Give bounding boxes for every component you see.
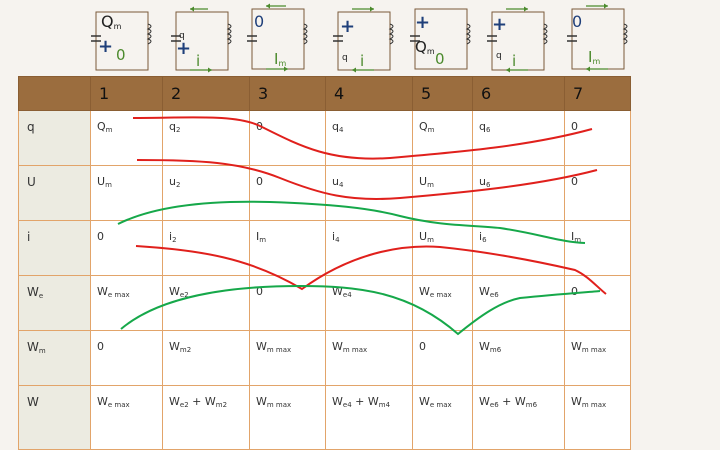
table-cell: Wm max (249, 385, 326, 450)
table-cell: i4 (325, 220, 413, 276)
circuit-6: + q i (484, 6, 548, 73)
table-cell: 0 (249, 110, 326, 166)
zero-charge-label: 0 (572, 12, 583, 31)
zero-charge-label: 0 (254, 12, 265, 31)
plus-sign: + (492, 14, 508, 35)
table-cell: 0 (249, 165, 326, 221)
table-cell: Wm2 (162, 330, 250, 386)
lc-circuit-diagram (247, 3, 308, 72)
circuit-3: 0 Im (244, 3, 308, 72)
circuit-strip: Qm + 0 q + i 0 Im (0, 0, 720, 76)
lc-circuit-diagram (410, 8, 471, 70)
row-label: q (18, 110, 91, 166)
plus-sign: + (98, 36, 114, 57)
header-cell: 1 (90, 76, 163, 111)
table-cell: We4 + Wm4 (325, 385, 413, 450)
table-header-row: 1 2 3 4 5 6 7 (18, 76, 631, 111)
table-cell: Wm6 (472, 330, 565, 386)
table-cell: u4 (325, 165, 413, 221)
table-cell: 0 (249, 275, 326, 331)
table-cell: u2 (162, 165, 250, 221)
lc-circuit-diagram (333, 6, 394, 73)
header-cell: 3 (249, 76, 326, 111)
table-cell: Um (90, 165, 163, 221)
table-cell: 0 (564, 165, 631, 221)
q-label: q (179, 31, 185, 41)
q-label: q (342, 53, 348, 63)
table-cell: Im (564, 220, 631, 276)
table-cell: We4 (325, 275, 413, 331)
table-cell: We max (412, 275, 473, 331)
lc-circuit-diagram (487, 6, 548, 73)
current-label: Im (588, 48, 601, 66)
circuit-7: 0 Im (564, 3, 628, 72)
row-label: U (18, 165, 91, 221)
q-label: q (496, 51, 502, 61)
table-cell: Wm max (249, 330, 326, 386)
table-cell: i6 (472, 220, 565, 276)
table-cell: 0 (90, 330, 163, 386)
table-cell: We max (90, 385, 163, 450)
header-cell (18, 76, 91, 111)
circuit-2: q + i (168, 6, 232, 73)
table-cell: Wm max (564, 330, 631, 386)
table-cell: We max (412, 385, 473, 450)
table-cell: Um (412, 220, 473, 276)
lc-circuit-diagram (91, 11, 152, 71)
table-cell: 0 (90, 220, 163, 276)
table-cell: Wm max (325, 330, 413, 386)
current-label: Im (274, 50, 287, 68)
plus-sign: + (176, 38, 192, 59)
current-label: i (196, 52, 201, 70)
circuit-4: + q i (330, 6, 394, 73)
table-cell: We2 (162, 275, 250, 331)
plus-sign: + (415, 12, 431, 33)
table-cell: q2 (162, 110, 250, 166)
header-cell: 4 (325, 76, 413, 111)
circuit-1: Qm + 0 (88, 6, 152, 72)
row-label: We (18, 275, 91, 331)
header-cell: 2 (162, 76, 250, 111)
plus-sign: + (340, 16, 356, 37)
table-cell: We max (90, 275, 163, 331)
current-label: i (360, 52, 365, 70)
table-cell: 0 (564, 110, 631, 166)
table-cell: q6 (472, 110, 565, 166)
header-cell: 6 (472, 76, 565, 111)
table-cell: We6 (472, 275, 565, 331)
charge-label: Qm (101, 12, 122, 31)
header-cell: 7 (564, 76, 631, 111)
circuit-5: + Qm 0 (407, 6, 471, 72)
table-cell: We6 + Wm6 (472, 385, 565, 450)
row-label: i (18, 220, 91, 276)
table-cell: i2 (162, 220, 250, 276)
zero-label: 0 (435, 50, 445, 68)
table-cell: Qm (90, 110, 163, 166)
table-cell: 0 (564, 275, 631, 331)
table-cell: Im (249, 220, 326, 276)
current-label: i (512, 52, 517, 70)
table-cell: Wm max (564, 385, 631, 450)
table-cell: Qm (412, 110, 473, 166)
table-cell: u6 (472, 165, 565, 221)
row-label: Wm (18, 330, 91, 386)
row-label: W (18, 385, 91, 450)
lc-circuit-diagram (171, 6, 232, 73)
table-cell: We2 + Wm2 (162, 385, 250, 450)
zero-label: 0 (116, 46, 126, 64)
charge-label: Qm (415, 38, 435, 56)
header-cell: 5 (412, 76, 473, 111)
lc-circuit-diagram (567, 3, 628, 72)
table-cell: Um (412, 165, 473, 221)
table-cell: q4 (325, 110, 413, 166)
table-cell: 0 (412, 330, 473, 386)
